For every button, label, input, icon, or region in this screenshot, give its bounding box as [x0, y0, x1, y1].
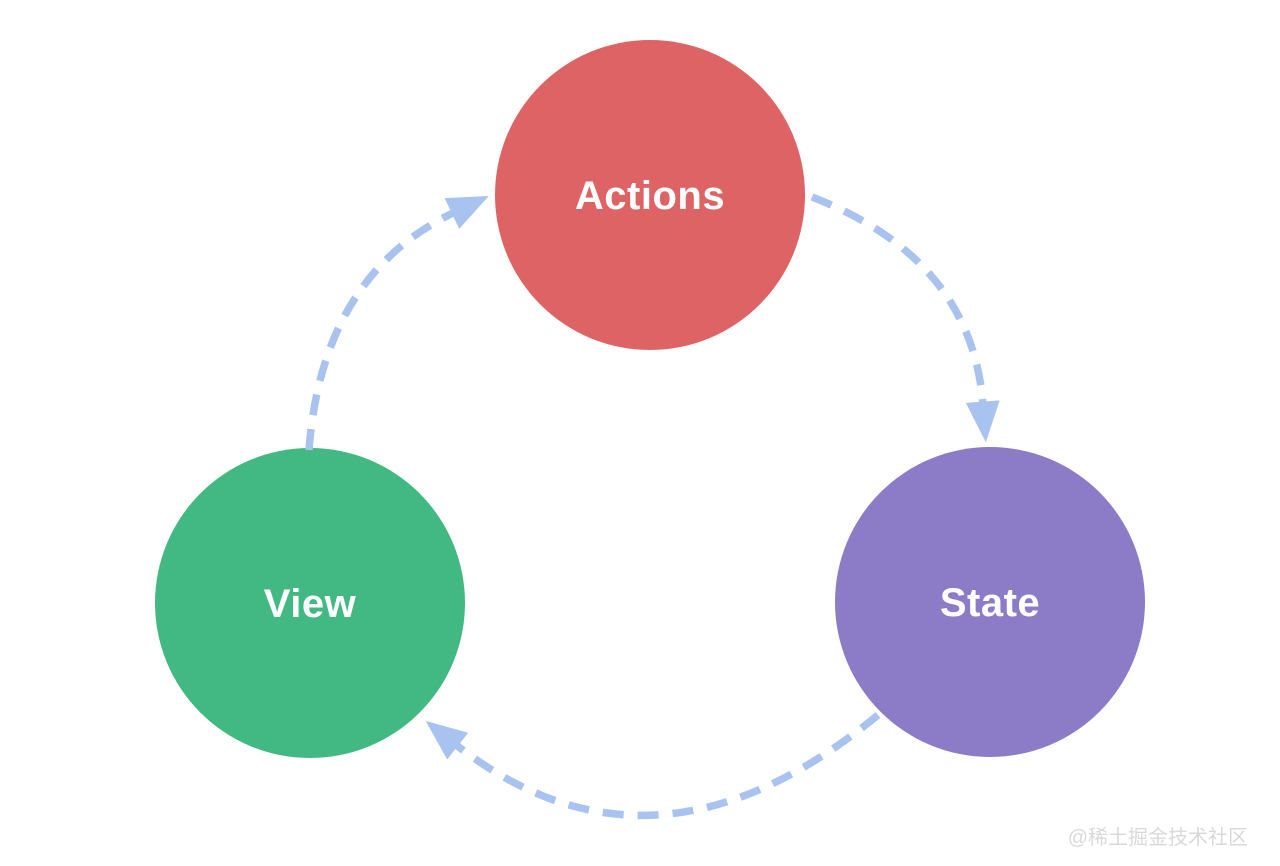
node-state-label: State — [940, 581, 1040, 625]
edge-actions-to-state — [810, 193, 1000, 443]
node-actions — [495, 40, 805, 350]
node-actions-label: Actions — [575, 174, 725, 218]
watermark: @稀土掘金技术社区 — [1067, 827, 1248, 849]
edge-state-to-view — [425, 712, 881, 819]
edge-view-to-actions — [305, 195, 489, 451]
node-view-label: View — [264, 582, 357, 626]
node-view — [155, 448, 465, 758]
node-state — [835, 447, 1145, 757]
